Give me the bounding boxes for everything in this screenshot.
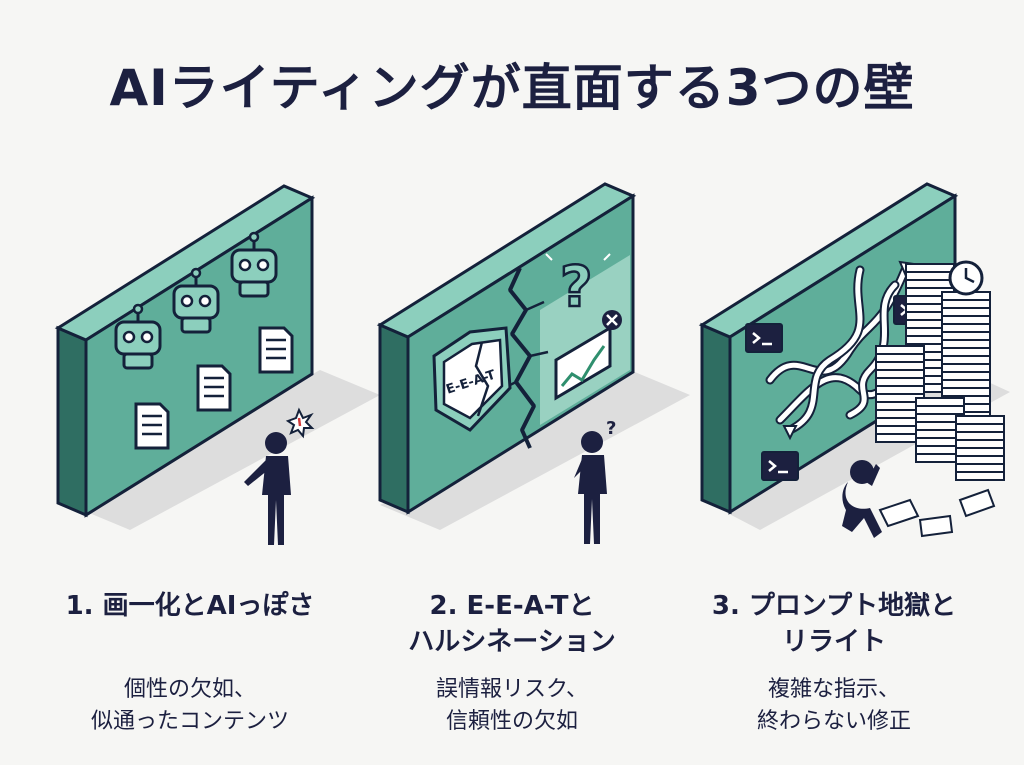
document-icon — [258, 326, 294, 374]
broken-shield-icon: E-E-A-T — [432, 326, 512, 432]
wall-2-shadow — [380, 370, 690, 530]
wall-1-description: 個性の欠如、 似通ったコンテンツ — [90, 677, 289, 734]
thinking-person-icon: ? — [574, 418, 616, 544]
document-icon — [196, 364, 232, 412]
wall-2-description: 誤情報リスク、 信頼性の欠如 — [435, 677, 589, 734]
svg-text:?: ? — [606, 418, 616, 439]
question-mark-icon: ? — [545, 253, 611, 321]
page-title: AIライティングが直面する3つの壁 — [109, 59, 915, 117]
wall-1-caption: 1. 画一化とAIっぽさ 個性の欠如、 似通ったコンテンツ — [30, 588, 350, 738]
wall-2: E-E-A-T ? ? — [376, 182, 690, 544]
wall-2-heading: 2. E-E-A-Tと ハルシネーション — [408, 591, 616, 657]
wall-2-caption: 2. E-E-A-Tと ハルシネーション 誤情報リスク、 信頼性の欠如 — [352, 588, 672, 738]
wall-1-side — [56, 325, 88, 518]
wall-3-side — [700, 322, 732, 515]
wall-3-caption: 3. プロンプト地獄と リライト 複雑な指示、 終わらない修正 — [674, 588, 994, 738]
confused-person-icon — [244, 407, 315, 545]
illustrations: E-E-A-T ? ? — [54, 182, 1010, 545]
broken-chart-icon — [554, 310, 622, 401]
wall-2-front — [406, 193, 635, 515]
document-icon — [134, 402, 170, 450]
wall-1 — [54, 184, 380, 545]
wall-3-description: 複雑な指示、 終わらない修正 — [756, 677, 911, 734]
svg-text:?: ? — [560, 255, 592, 320]
terminal-icon — [760, 450, 800, 482]
terminal-icon — [744, 322, 784, 354]
wall-3-heading: 3. プロンプト地獄と リライト — [711, 591, 957, 657]
wall-2-side — [378, 322, 410, 515]
scattered-papers — [878, 488, 996, 538]
wall-1-heading: 1. 画一化とAIっぽさ — [65, 591, 315, 621]
clock-icon — [948, 260, 984, 296]
wall-1-shadow — [70, 370, 380, 530]
despairing-person-icon — [842, 460, 882, 538]
alert-burst-icon — [285, 407, 315, 439]
wall-3 — [698, 182, 1010, 538]
